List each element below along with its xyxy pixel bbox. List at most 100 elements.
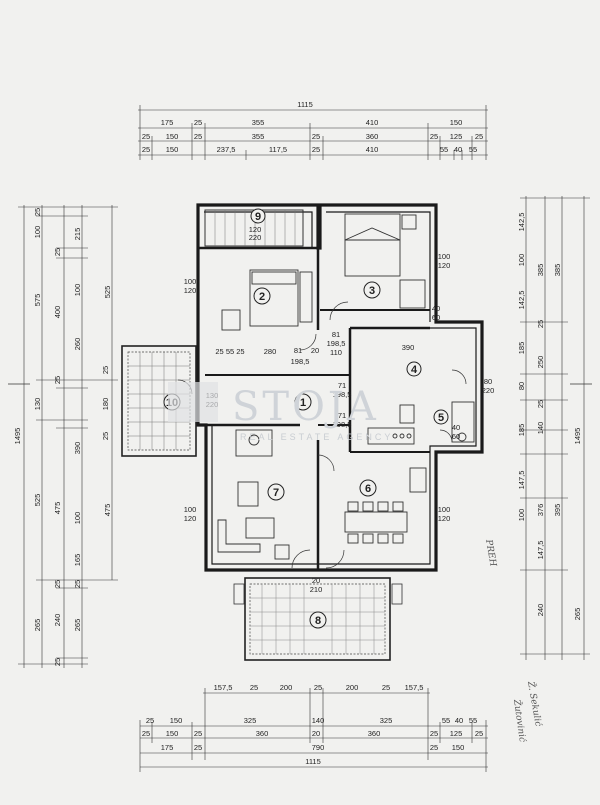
opening-label: 198,5 — [333, 390, 352, 399]
opening-label: 81 — [332, 330, 340, 339]
opening-label: 120 — [249, 225, 262, 234]
opening-label: 100 — [438, 252, 451, 261]
opening-label: 80 — [484, 377, 492, 386]
dim-label: 525 — [33, 494, 42, 507]
room-marker-7: 7 — [267, 483, 285, 501]
plan-text: 6 — [365, 483, 371, 495]
plan-text: 5 — [438, 412, 444, 424]
dim-label: 360 — [256, 729, 269, 738]
dim-label: 175 — [161, 743, 174, 752]
dim-label: 25 — [536, 400, 545, 408]
dimension-right — [520, 196, 590, 660]
plan-text: 8 — [315, 615, 321, 627]
dim-label: 25 — [194, 132, 202, 141]
dim-label: 147,5 — [517, 471, 526, 490]
plan-text: REAL ESTATE AGENCY — [240, 432, 393, 442]
dim-label: 25 — [142, 132, 150, 141]
dim-label: 125 — [450, 132, 463, 141]
dim-label: 147,5 — [536, 541, 545, 560]
dim-label: 385 — [536, 264, 545, 277]
dim-label: 1115 — [297, 100, 313, 109]
plan-text: 1 — [300, 397, 306, 409]
room-marker-2: 2 — [253, 287, 271, 305]
dimension-top-labels: 1115 175 25 355 410 150 25 150 25 355 25… — [142, 100, 483, 154]
opening-label: 280 — [264, 347, 277, 356]
opening-label: 100 — [184, 277, 197, 286]
room-marker-9: 9 — [250, 208, 266, 224]
furniture-bathroom-5 — [399, 401, 475, 443]
room-marker-8: 8 — [309, 611, 327, 629]
dim-label: 40 — [455, 716, 463, 725]
dim-label: 185 — [517, 342, 526, 355]
opening-label: 40 — [452, 423, 460, 432]
dim-label: 150 — [166, 145, 179, 154]
dim-label: 360 — [366, 132, 379, 141]
dim-label: 410 — [366, 145, 379, 154]
dim-label: 237,5 — [217, 145, 236, 154]
furniture-living-7 — [217, 429, 290, 560]
dim-label: 150 — [450, 118, 463, 127]
dim-label: 475 — [103, 504, 112, 517]
opening-label: 40 — [432, 304, 440, 313]
opening-label: 220 — [482, 386, 495, 395]
dim-label: 790 — [312, 743, 325, 752]
dim-label: 260 — [73, 338, 82, 351]
dim-label: 25 — [194, 743, 202, 752]
dim-label: 125 — [450, 729, 463, 738]
dim-label: 410 — [366, 118, 379, 127]
dim-label: 25 — [430, 132, 438, 141]
furniture-bedroom-2 — [221, 269, 313, 331]
dim-label: 385 — [553, 264, 562, 277]
dim-label: 25 — [53, 658, 62, 666]
opening-label: 71 — [338, 381, 346, 390]
dim-label: 150 — [170, 716, 183, 725]
dim-label: 25 — [382, 683, 390, 692]
dim-label: 185 — [517, 424, 526, 437]
dim-label: 150 — [166, 132, 179, 141]
dim-label: 25 — [250, 683, 258, 692]
room-marker-5: 5 — [433, 409, 449, 425]
dim-label: 130 — [33, 398, 42, 411]
dim-label: 20 — [312, 729, 320, 738]
dim-label: 100 — [517, 509, 526, 522]
dim-label: 200 — [280, 683, 293, 692]
dim-label: 25 — [430, 729, 438, 738]
dim-label: 25 — [312, 145, 320, 154]
room-marker-4: 4 — [406, 361, 422, 377]
dim-label: 100 — [73, 512, 82, 525]
dim-label: 25 — [475, 729, 483, 738]
dim-label: 25 — [142, 729, 150, 738]
room-marker-3: 3 — [363, 281, 381, 299]
dim-label: 55 — [469, 145, 477, 154]
opening-label: 120 — [438, 261, 451, 270]
dim-label: 240 — [53, 614, 62, 627]
opening-label: 81 — [294, 346, 302, 355]
dim-label: 25 — [142, 145, 150, 154]
dim-label: 140 — [536, 422, 545, 435]
plan-text: PREH — [483, 538, 498, 568]
opening-label: 198,5 — [333, 420, 352, 429]
dim-label: 157,5 — [214, 683, 233, 692]
dimension-bottom-labels: 157,5 25 200 25 200 25 157,5 25 150 325 … — [142, 683, 483, 766]
opening-label: 100 — [184, 505, 197, 514]
walls — [196, 203, 484, 572]
dim-label: 250 — [536, 356, 545, 369]
dim-label: 240 — [536, 604, 545, 617]
opening-label: 198,5 — [291, 357, 310, 366]
dim-label: 25 — [536, 320, 545, 328]
dim-label: 400 — [53, 306, 62, 319]
dim-label: 150 — [166, 729, 179, 738]
dim-label: 475 — [53, 502, 62, 515]
plan-text: 4 — [411, 364, 418, 376]
dim-label: 200 — [346, 683, 359, 692]
room-marker-6: 6 — [359, 479, 377, 497]
plan-text: 7 — [273, 487, 279, 499]
dim-label: 142,5 — [517, 213, 526, 232]
opening-label: 198,5 — [327, 339, 346, 348]
opening-label: 120 — [184, 286, 197, 295]
plan-text: 3 — [369, 285, 375, 297]
dim-label: 25 — [73, 580, 82, 588]
dim-label: 175 — [161, 118, 174, 127]
